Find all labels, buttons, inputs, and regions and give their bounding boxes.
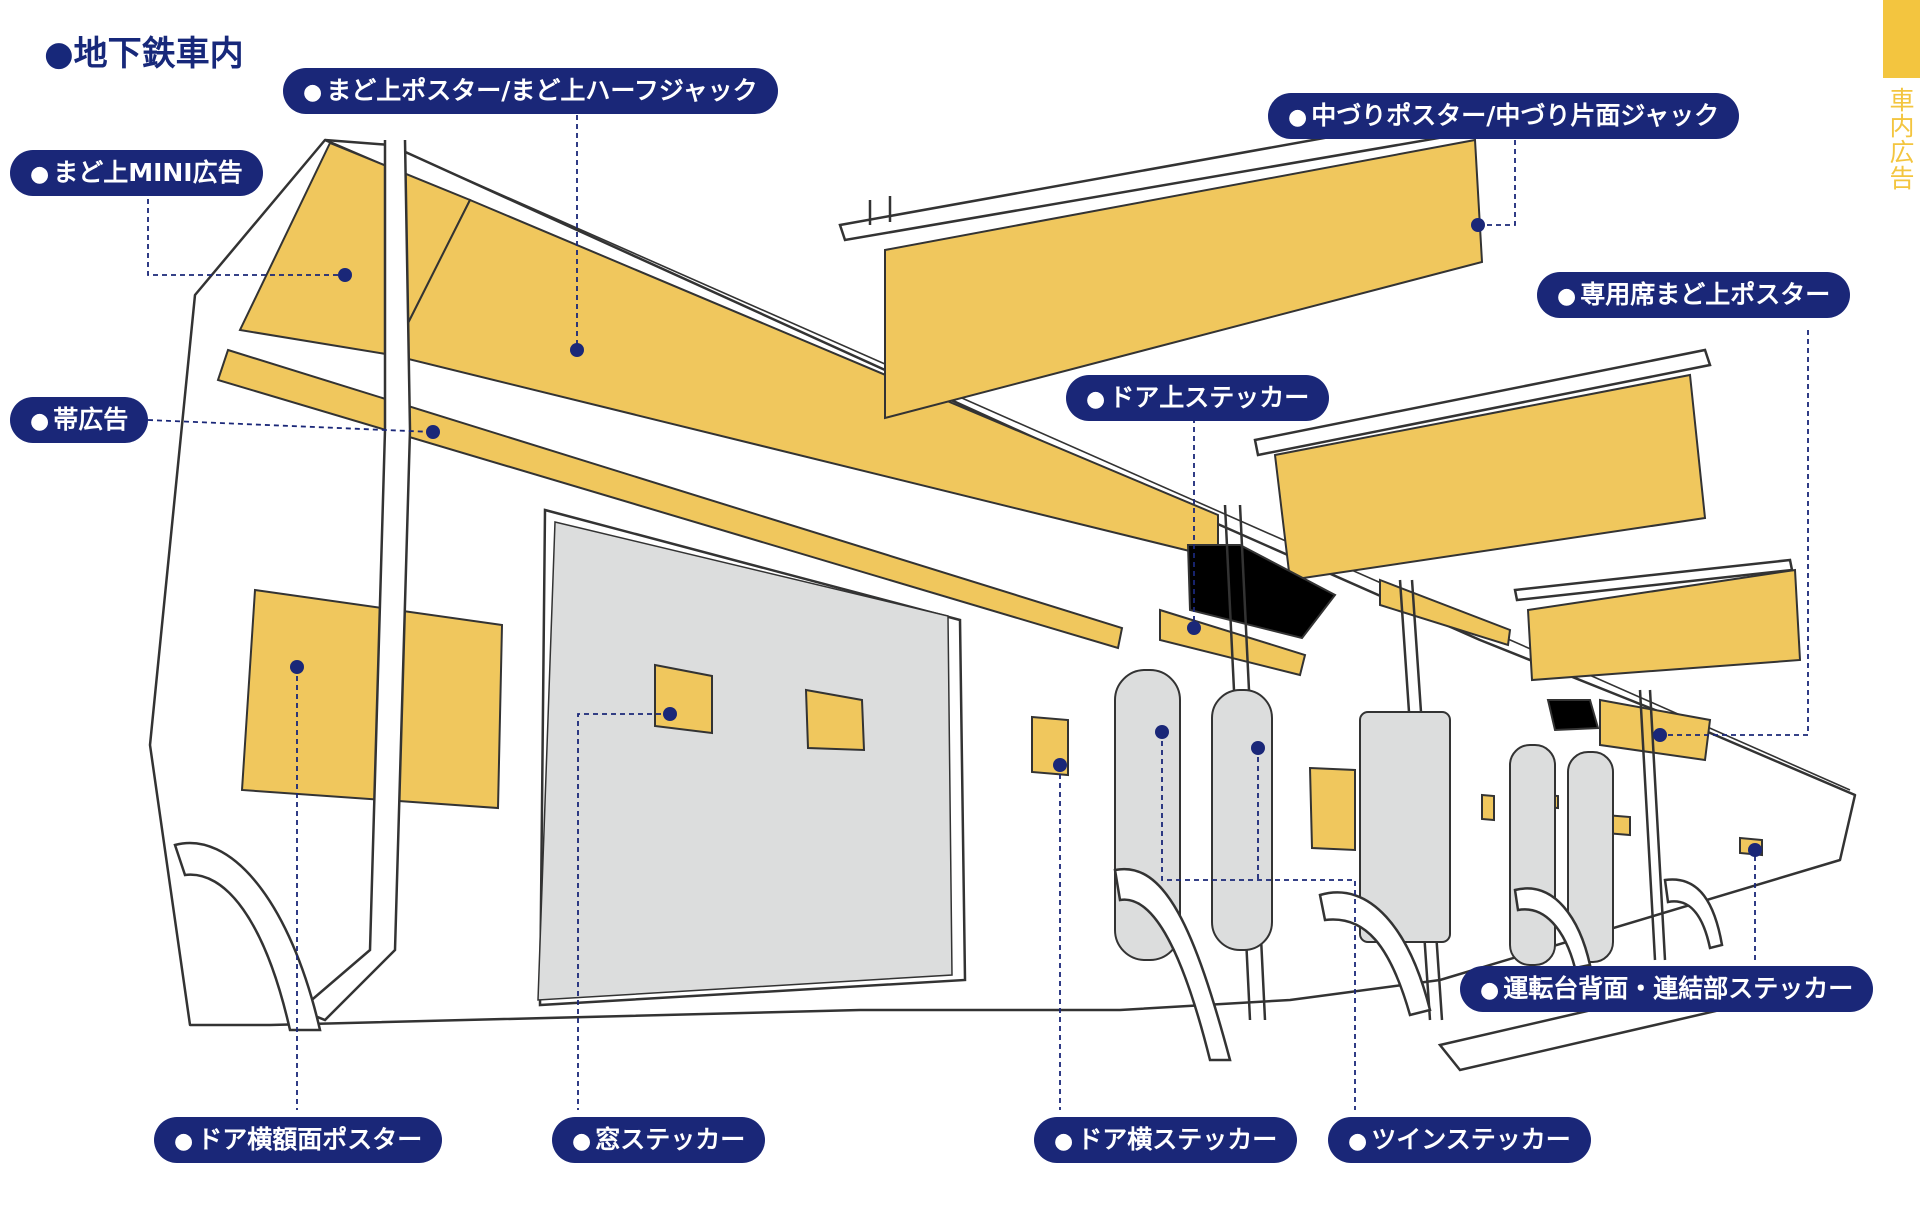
obi-ad — [216, 348, 1124, 650]
door-panel-2 — [1211, 689, 1273, 951]
side-tab-marker — [1883, 0, 1920, 78]
window-sticker-1 — [654, 663, 713, 735]
nakazuri-ad — [884, 138, 1484, 420]
label-nakazuri: ●中づりポスター/中づり片面ジャック — [1268, 93, 1740, 139]
door-gakumen-ad — [240, 588, 504, 810]
label-madoue-mini: ●まど上MINI広告 — [10, 150, 263, 196]
label-senyouseki: ●専用席まど上ポスター — [1537, 272, 1851, 318]
label-mado-sticker: ●窓ステッカー — [552, 1117, 766, 1163]
window-sticker-2 — [804, 688, 866, 752]
label-unten: ●運転台背面・連結部ステッカー — [1460, 966, 1874, 1012]
label-door-yoko-sticker: ●ドア横ステッカー — [1034, 1117, 1298, 1163]
diagram-title: ●地下鉄車内 — [44, 34, 244, 74]
label-twin: ●ツインステッカー — [1328, 1117, 1591, 1163]
ceiling-vent — [1186, 544, 1337, 640]
label-door-yoko-gakumen: ●ドア横額面ポスター — [154, 1117, 443, 1163]
label-door-ue: ●ドア上ステッカー — [1066, 375, 1330, 421]
window — [537, 521, 953, 1001]
ad-areas — [216, 138, 1802, 857]
label-madoue-poster: ●まど上ポスター/まど上ハーフジャック — [283, 68, 778, 114]
side-tab-label: 車 内 広 告 — [1889, 86, 1915, 193]
label-obi: ●帯広告 — [10, 397, 149, 443]
ceiling-vent-far — [1546, 699, 1600, 732]
senyouseki-ad-2 — [1526, 568, 1802, 682]
senyouseki-ad-1 — [1273, 373, 1707, 582]
